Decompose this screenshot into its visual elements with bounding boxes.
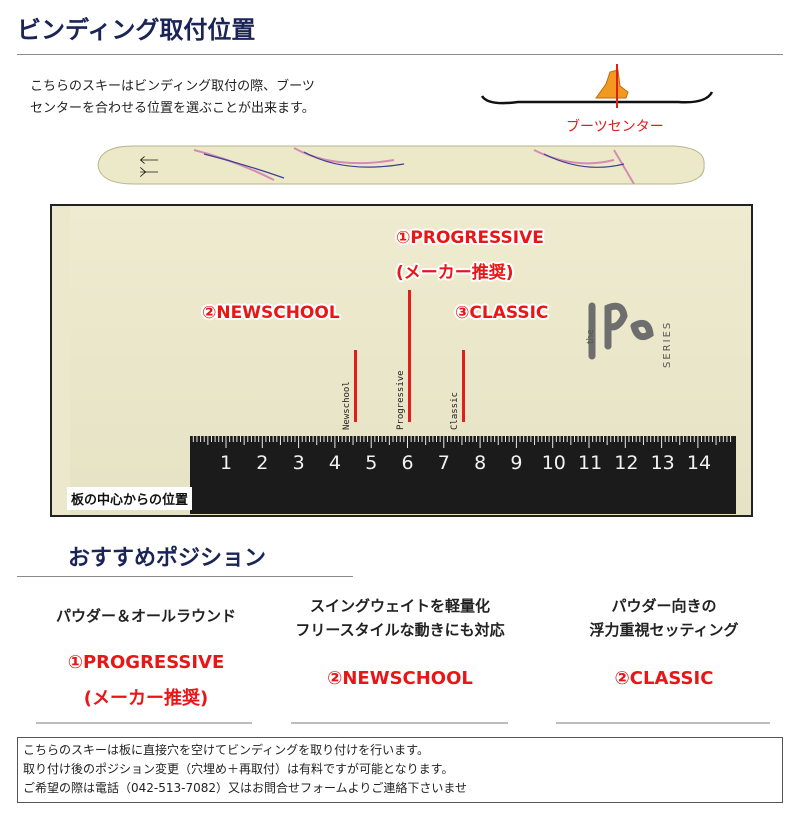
column-2-heading-line-2: フリースタイルな動きにも対応 xyxy=(295,621,505,639)
column-2-value: ②NEWSCHOOL xyxy=(327,668,473,689)
column-3-heading-line-2: 浮力重視セッティング xyxy=(589,621,739,639)
newschool-marker-line xyxy=(354,350,357,422)
ski-top-view-illustration: ᛉᛏ xyxy=(97,145,705,185)
note-line-2: 取り付け後のポジション変更（穴埋め＋再取付）は有料ですが可能となります。 xyxy=(23,762,454,776)
intro-line-2: センターを合わせる位置を選ぶことが出来ます。 xyxy=(30,101,315,116)
column-1-heading: パウダー＆オールラウンド xyxy=(20,604,272,628)
column-3-value: ②CLASSIC xyxy=(614,668,714,689)
mount-label-newschool: Newschool xyxy=(342,381,352,430)
column-3-heading: パウダー向きの 浮力重視セッティング xyxy=(548,594,780,642)
column-2-heading-line-1: スイングウェイトを軽量化 xyxy=(309,597,490,615)
mount-label-progressive: Progressive xyxy=(396,370,406,430)
ruler-ticks xyxy=(192,436,732,448)
ski-side-profile-illustration xyxy=(480,64,714,108)
note-line-3: ご希望の際は電話（042-513-7082）又はお問合せフォームよりご連絡下さい… xyxy=(23,781,468,795)
ruler-number: 9 xyxy=(510,452,523,474)
mount-label-classic: Classic xyxy=(450,392,460,430)
series-text: SERIES xyxy=(662,320,673,368)
recommend-title: おすすめポジション xyxy=(68,546,267,571)
column-3-heading-line-1: パウダー向きの xyxy=(611,597,717,615)
callout-newschool: ②NEWSCHOOL xyxy=(202,303,340,323)
boot-center-label: ブーツセンター xyxy=(566,119,664,135)
callout-progressive-note: (メーカー推奨) xyxy=(396,263,514,283)
intro-text: こちらのスキーはビンディング取付の際、ブーツ センターを合わせる位置を選ぶことが… xyxy=(30,76,315,120)
note-line-1: こちらのスキーは板に直接穴を空けてビンディングを取り付けを行います。 xyxy=(23,743,429,757)
column-1-heading-line-1: パウダー＆オールラウンド xyxy=(55,607,236,625)
ruler-number: 8 xyxy=(474,452,487,474)
column-2-underline xyxy=(291,722,508,724)
brand-the-text: the xyxy=(586,329,596,344)
ruler-number: 1 xyxy=(220,452,233,474)
ruler-number: 7 xyxy=(437,452,450,474)
callout-progressive: ①PROGRESSIVE xyxy=(396,228,544,248)
classic-marker-line xyxy=(462,350,465,422)
column-3-underline xyxy=(556,722,770,724)
title-divider xyxy=(17,54,783,55)
svg-text:ᛉᛏ: ᛉᛏ xyxy=(137,154,161,178)
recommend-divider xyxy=(17,576,353,577)
column-2-heading: スイングウェイトを軽量化 フリースタイルな動きにも対応 xyxy=(272,594,528,642)
progressive-marker-line xyxy=(408,290,411,422)
position-caption: 板の中心からの位置 xyxy=(67,487,193,510)
ruler-number: 5 xyxy=(365,452,378,474)
notes-box: こちらのスキーは板に直接穴を空けてビンディングを取り付けを行います。 取り付け後… xyxy=(17,737,783,803)
ruler-number: 4 xyxy=(328,452,341,474)
column-1-underline xyxy=(36,722,252,724)
ruler-number: 13 xyxy=(650,452,675,474)
ruler-number: 12 xyxy=(614,452,639,474)
series-logo xyxy=(588,302,654,360)
page-title: ビンディング取付位置 xyxy=(17,16,256,44)
callout-classic: ③CLASSIC xyxy=(455,303,549,323)
ruler-number: 3 xyxy=(292,452,305,474)
ruler-number: 14 xyxy=(686,452,712,474)
ruler-number: 6 xyxy=(401,452,414,474)
ruler-number: 11 xyxy=(578,452,603,474)
intro-line-1: こちらのスキーはビンディング取付の際、ブーツ xyxy=(30,79,315,94)
column-1-value-note: (メーカー推奨) xyxy=(83,688,209,709)
column-1-value: ①PROGRESSIVE xyxy=(67,652,225,673)
ruler-number: 2 xyxy=(256,452,269,474)
ruler-number: 10 xyxy=(541,452,566,474)
